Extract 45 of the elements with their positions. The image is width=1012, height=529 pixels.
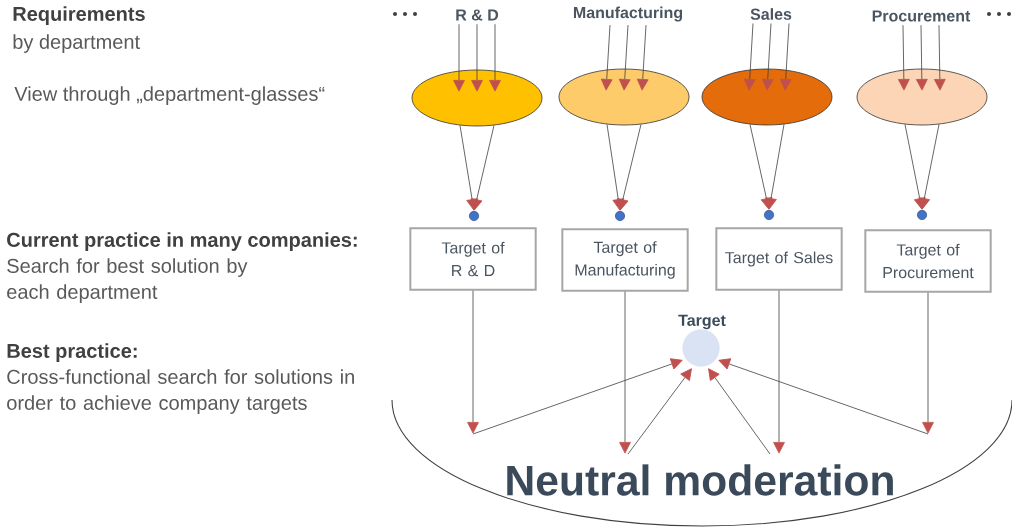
target-box: Target of Manufacturing: [561, 228, 689, 292]
arrow: [627, 368, 692, 455]
arrow: [934, 24, 946, 91]
arrow: [453, 23, 465, 92]
arrow: [773, 290, 785, 454]
arrow: [761, 23, 774, 91]
arrow: [618, 24, 631, 91]
target-box: Target of Procurement: [864, 229, 992, 293]
arrow: [471, 23, 483, 92]
side-text: Best practice:: [7, 343, 137, 362]
target-box: Target of R & D: [409, 227, 537, 291]
moderation-arc: Neutral moderation: [391, 399, 1012, 527]
department-title: Manufacturing: [573, 6, 683, 22]
side-text: Requirements: [13, 6, 145, 25]
arrow: [718, 358, 929, 435]
arrow: [918, 124, 940, 210]
lens-ellipse: [411, 69, 543, 127]
arrow: [743, 23, 756, 91]
arrow: [619, 291, 631, 454]
department-title: Procurement: [872, 10, 971, 22]
arrow: [708, 368, 771, 455]
lens-ellipse: [701, 68, 833, 126]
arrow: [470, 125, 495, 211]
arrow: [898, 24, 910, 91]
arrow: [489, 23, 501, 92]
lens-ellipse: [856, 68, 988, 126]
arrow: [765, 124, 785, 210]
target-box: Target of Sales: [715, 227, 843, 291]
arrow: [600, 24, 613, 91]
side-text: View through „department-glasses“: [14, 86, 325, 105]
arrow: [617, 124, 642, 211]
lens-ellipse: [558, 68, 690, 126]
node-label: Target: [678, 314, 726, 330]
department-title: R & D: [456, 9, 499, 21]
arrow: [636, 24, 649, 91]
side-text: Current practice in many companies:: [7, 232, 357, 251]
side-text: Cross-functional search for solutions in order to achieve company targets: [7, 369, 354, 414]
arrow: [916, 24, 928, 91]
side-text: by department: [13, 34, 140, 53]
arrow: [779, 23, 792, 91]
side-text: Search for best solution by each department: [7, 258, 248, 303]
arrow: [922, 292, 934, 434]
arrow: [467, 290, 479, 434]
arrow: [472, 358, 683, 435]
department-title: Sales: [750, 8, 792, 20]
